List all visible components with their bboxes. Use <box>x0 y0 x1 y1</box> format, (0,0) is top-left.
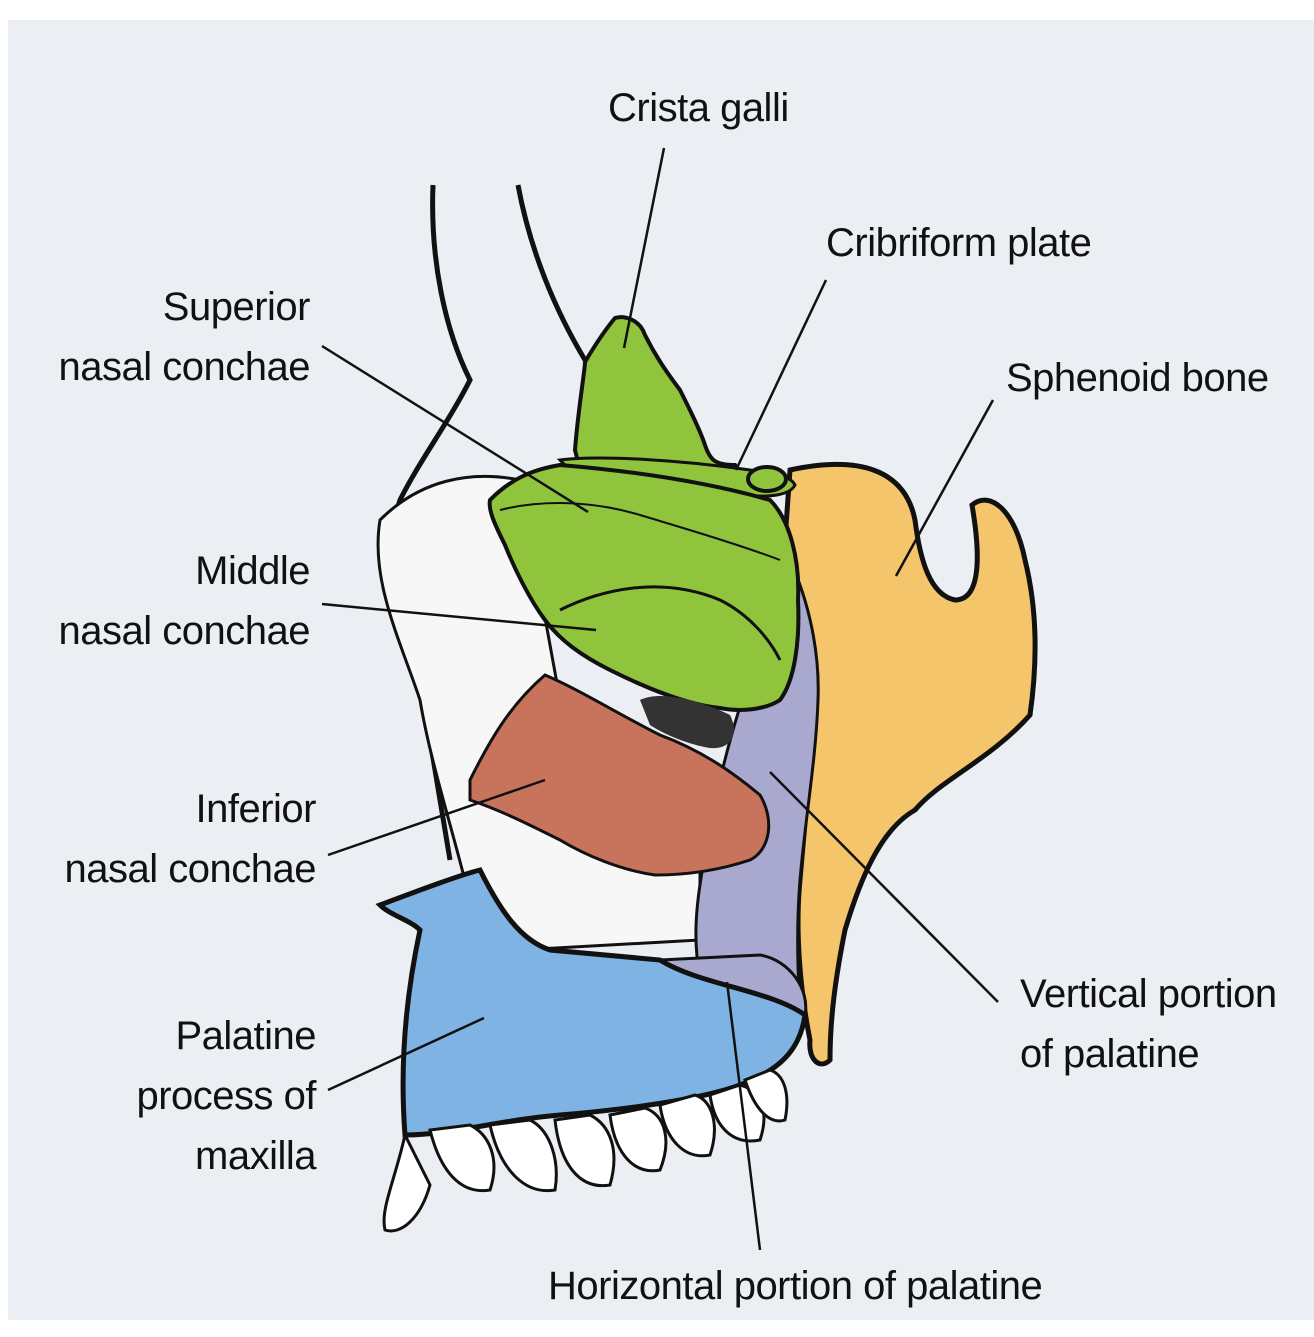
label-palatine-line-3: maxilla <box>136 1126 316 1186</box>
label-inferior-line-1: Inferior <box>65 779 316 839</box>
label-horizontal-portion-of-palatine: Horizontal portion of palatine <box>548 1256 1042 1316</box>
label-cribriform-plate: Cribriform plate <box>826 213 1091 273</box>
label-vertical-line-1: Vertical portion <box>1020 964 1277 1024</box>
label-inferior-line-2: nasal conchae <box>65 839 316 899</box>
sphenoid-bone-region <box>785 464 1035 1063</box>
label-palatine-line-1: Palatine <box>136 1006 316 1066</box>
label-middle-nasal-conchae: Middle nasal conchae <box>59 541 310 661</box>
crista-galli-region <box>575 317 745 480</box>
label-vertical-portion-of-palatine: Vertical portion of palatine <box>1020 964 1277 1084</box>
nasal-outline-right <box>518 185 585 360</box>
label-middle-line-1: Middle <box>59 541 310 601</box>
label-inferior-nasal-conchae: Inferior nasal conchae <box>65 779 316 899</box>
label-palatine-line-2: process of <box>136 1066 316 1126</box>
label-superior-nasal-conchae: Superior nasal conchae <box>59 277 310 397</box>
label-middle-line-2: nasal conchae <box>59 601 310 661</box>
label-crista-galli: Crista galli <box>608 78 789 138</box>
sphenoid-foramen <box>748 467 786 491</box>
label-sphenoid-bone: Sphenoid bone <box>1006 348 1269 408</box>
leader-cribriform-plate <box>736 280 826 470</box>
label-superior-line-2: nasal conchae <box>59 337 310 397</box>
label-vertical-line-2: of palatine <box>1020 1024 1277 1084</box>
label-palatine-process-of-maxilla: Palatine process of maxilla <box>136 1006 316 1186</box>
leader-crista-galli <box>624 148 664 348</box>
label-superior-line-1: Superior <box>59 277 310 337</box>
